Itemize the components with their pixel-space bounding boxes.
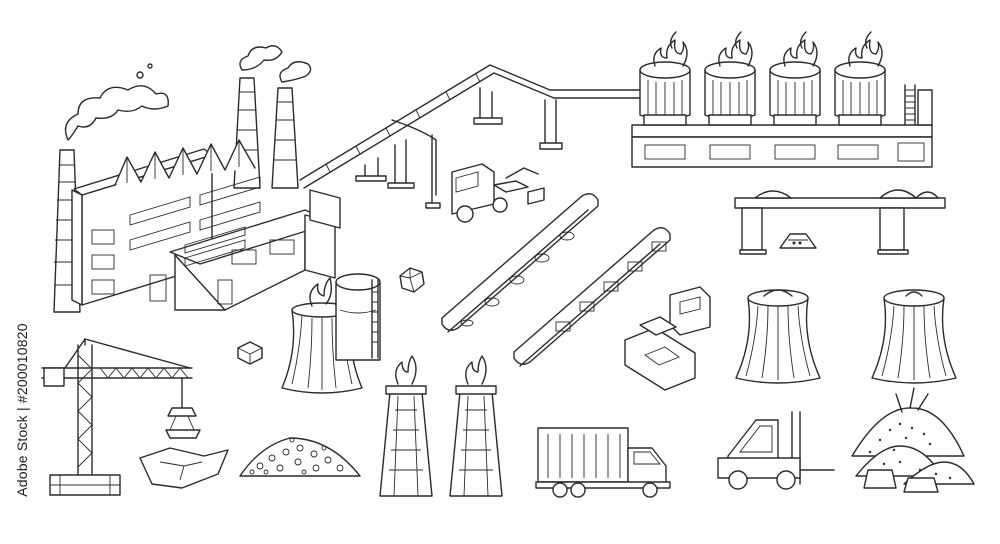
overhead-conveyor-icon — [299, 64, 645, 209]
stock-id-text: Adobe Stock | #200010820 — [14, 323, 30, 497]
loader-vehicle-icon — [451, 163, 545, 223]
flare-stack-icon — [379, 355, 503, 497]
ore-nugget-icon — [237, 267, 425, 365]
smoke-cloud-icon — [64, 85, 169, 141]
cooling-tower-icon — [871, 289, 957, 384]
stock-watermark-label: Adobe Stock | #200010820 — [2, 285, 42, 535]
sand-piles-icon — [851, 387, 975, 493]
dump-truck-icon — [535, 427, 671, 498]
forklift-icon — [717, 411, 835, 490]
factory-building-icon — [53, 45, 341, 313]
blast-furnace-row-icon — [631, 31, 933, 168]
gravel-pile-icon — [239, 437, 361, 477]
ore-bridge-icon — [734, 189, 946, 255]
storage-tank-icon — [335, 273, 381, 361]
cooling-tower-icon — [735, 289, 821, 384]
crusher-machine-icon — [624, 286, 711, 391]
conveyor-belt-icon — [441, 193, 671, 367]
ore-cart-icon — [779, 233, 817, 249]
ore-rock-icon — [139, 447, 229, 489]
tower-crane-icon — [41, 338, 201, 496]
